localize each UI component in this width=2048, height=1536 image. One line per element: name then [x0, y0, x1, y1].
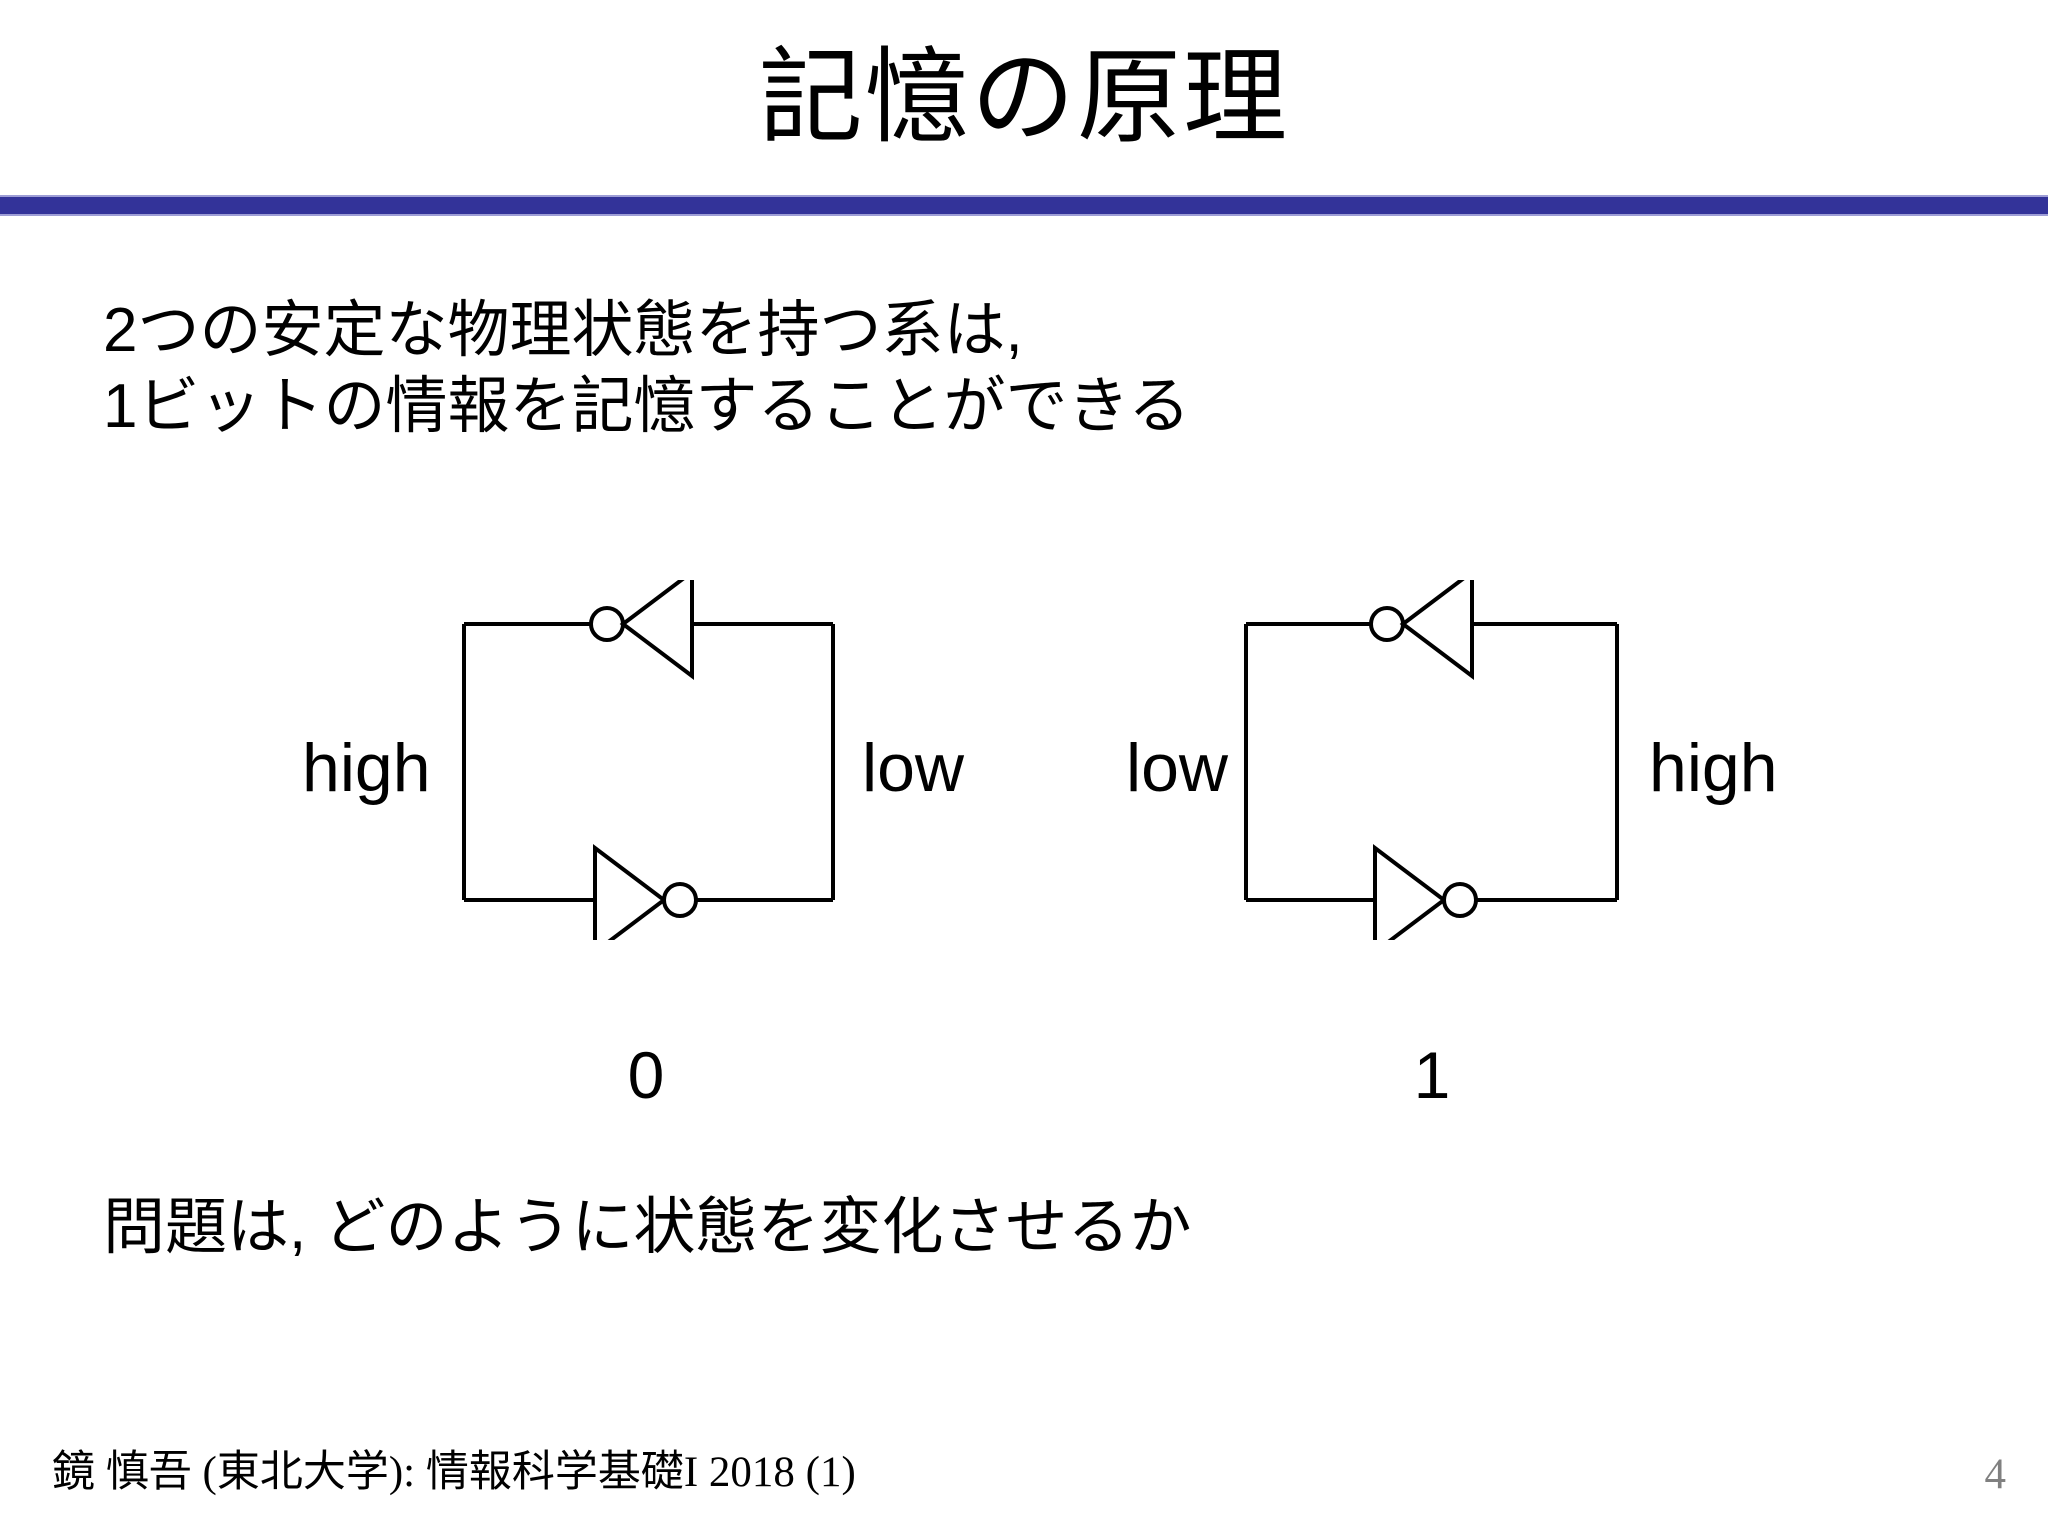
bottom-inverter-bubble-icon — [662, 882, 698, 918]
latch-left-node-label-high: high — [302, 730, 431, 806]
footer-credit: 鏡 慎吾 (東北大学): 情報科学基礎I 2018 (1) — [52, 1449, 856, 1496]
bottom-inverter-bubble-icon — [1442, 882, 1478, 918]
latch-right-node-label-high: high — [1649, 730, 1778, 806]
latch-left-node-label-low: low — [862, 730, 965, 806]
top-inverter-triangle-icon — [619, 580, 694, 681]
latch-left-state-value: 0 — [627, 1038, 665, 1112]
bottom-inverter-triangle-icon — [593, 843, 668, 940]
page-title: 記憶の原理 — [758, 40, 1290, 156]
latch-diagram-left — [462, 580, 835, 940]
intro-paragraph: 2つの安定な物理状態を持つ系は, 1ビットの情報を記憶することができる — [103, 296, 1191, 441]
latch-diagram-right — [1244, 580, 1619, 940]
top-inverter-bubble-icon — [1369, 606, 1405, 642]
top-inverter-bubble-icon — [589, 606, 625, 642]
latch-right-state-value: 1 — [1413, 1038, 1451, 1112]
title-accent-rule — [0, 195, 2048, 216]
page-number: 4 — [1984, 1451, 2007, 1498]
bottom-inverter-triangle-icon — [1373, 843, 1448, 940]
latch-right-node-label-low: low — [1126, 730, 1229, 806]
top-inverter-triangle-icon — [1399, 580, 1474, 681]
question-paragraph: 問題は, どのように状態を変化させるか — [103, 1193, 1192, 1262]
